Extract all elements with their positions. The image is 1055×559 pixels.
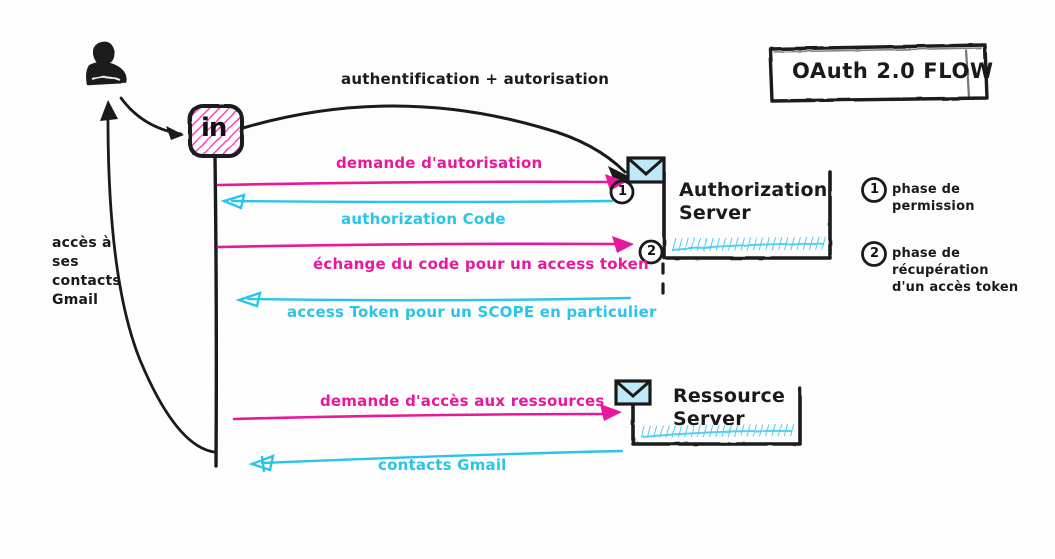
client-label: in xyxy=(201,113,227,143)
legend-marker-two-circle xyxy=(861,241,887,267)
message-line-gmail-contacts xyxy=(248,449,624,473)
authorization-server-label-line1: Authorization xyxy=(679,179,828,201)
legend-2-line2: récupération xyxy=(892,263,989,278)
legend-1-line2: permission xyxy=(892,199,975,214)
arrow-user-to-client xyxy=(119,96,184,140)
client-lifeline xyxy=(213,154,219,468)
legend-number-2: 2 xyxy=(870,246,880,261)
arrow-return-to-user xyxy=(100,100,216,454)
legend-2-line1: phase de xyxy=(892,246,961,261)
message-line-resource-request xyxy=(232,404,622,421)
marker-two-circle xyxy=(638,239,664,265)
resource-server-label-line1: Ressource xyxy=(673,385,786,407)
flow-marker-1: 1 xyxy=(618,184,628,199)
resource-server-box xyxy=(631,386,802,446)
message-label-access-token: access Token pour un SCOPE en particulie… xyxy=(287,303,657,321)
title-box xyxy=(768,43,989,103)
resource-server-label-line2: Server xyxy=(673,408,745,430)
legend-2-line3: d'un accès token xyxy=(892,280,1019,295)
top-flow-label: authentification + autorisation xyxy=(341,70,610,88)
message-label-gmail-contacts: contacts Gmail xyxy=(378,456,507,474)
message-line-auth-request xyxy=(216,174,626,191)
legend-marker-one-circle xyxy=(861,177,887,203)
message-label-authorization-code: authorization Code xyxy=(341,210,506,228)
legend-1-line1: phase de xyxy=(892,182,961,197)
message-label-resource-request: demande d'accès aux ressources xyxy=(320,392,605,410)
message-line-authorization-code xyxy=(220,193,614,210)
legend-number-1: 1 xyxy=(870,182,880,197)
message-label-auth-request: demande d'autorisation xyxy=(336,154,543,172)
arrow-authentication-authorisation xyxy=(241,104,632,186)
side-note-line-1: accès à xyxy=(52,235,112,251)
message-line-code-exchange xyxy=(216,236,634,253)
envelope-icon xyxy=(626,156,666,184)
side-note-line-3: contacts xyxy=(52,273,121,289)
message-line-access-token xyxy=(235,291,632,308)
marker-one-circle xyxy=(609,179,635,205)
side-note-line-4: Gmail xyxy=(52,292,99,308)
message-label-code-exchange: échange du code pour un access token xyxy=(313,255,649,273)
envelope-icon xyxy=(614,379,652,406)
side-note-line-2: ses xyxy=(52,254,79,270)
authorization-server-box xyxy=(662,170,832,260)
flow-marker-2: 2 xyxy=(647,244,657,259)
authorization-server-label-line2: Server xyxy=(679,202,751,224)
user-person-icon xyxy=(86,41,127,86)
page-title: OAuth 2.0 FLOW xyxy=(792,59,994,83)
